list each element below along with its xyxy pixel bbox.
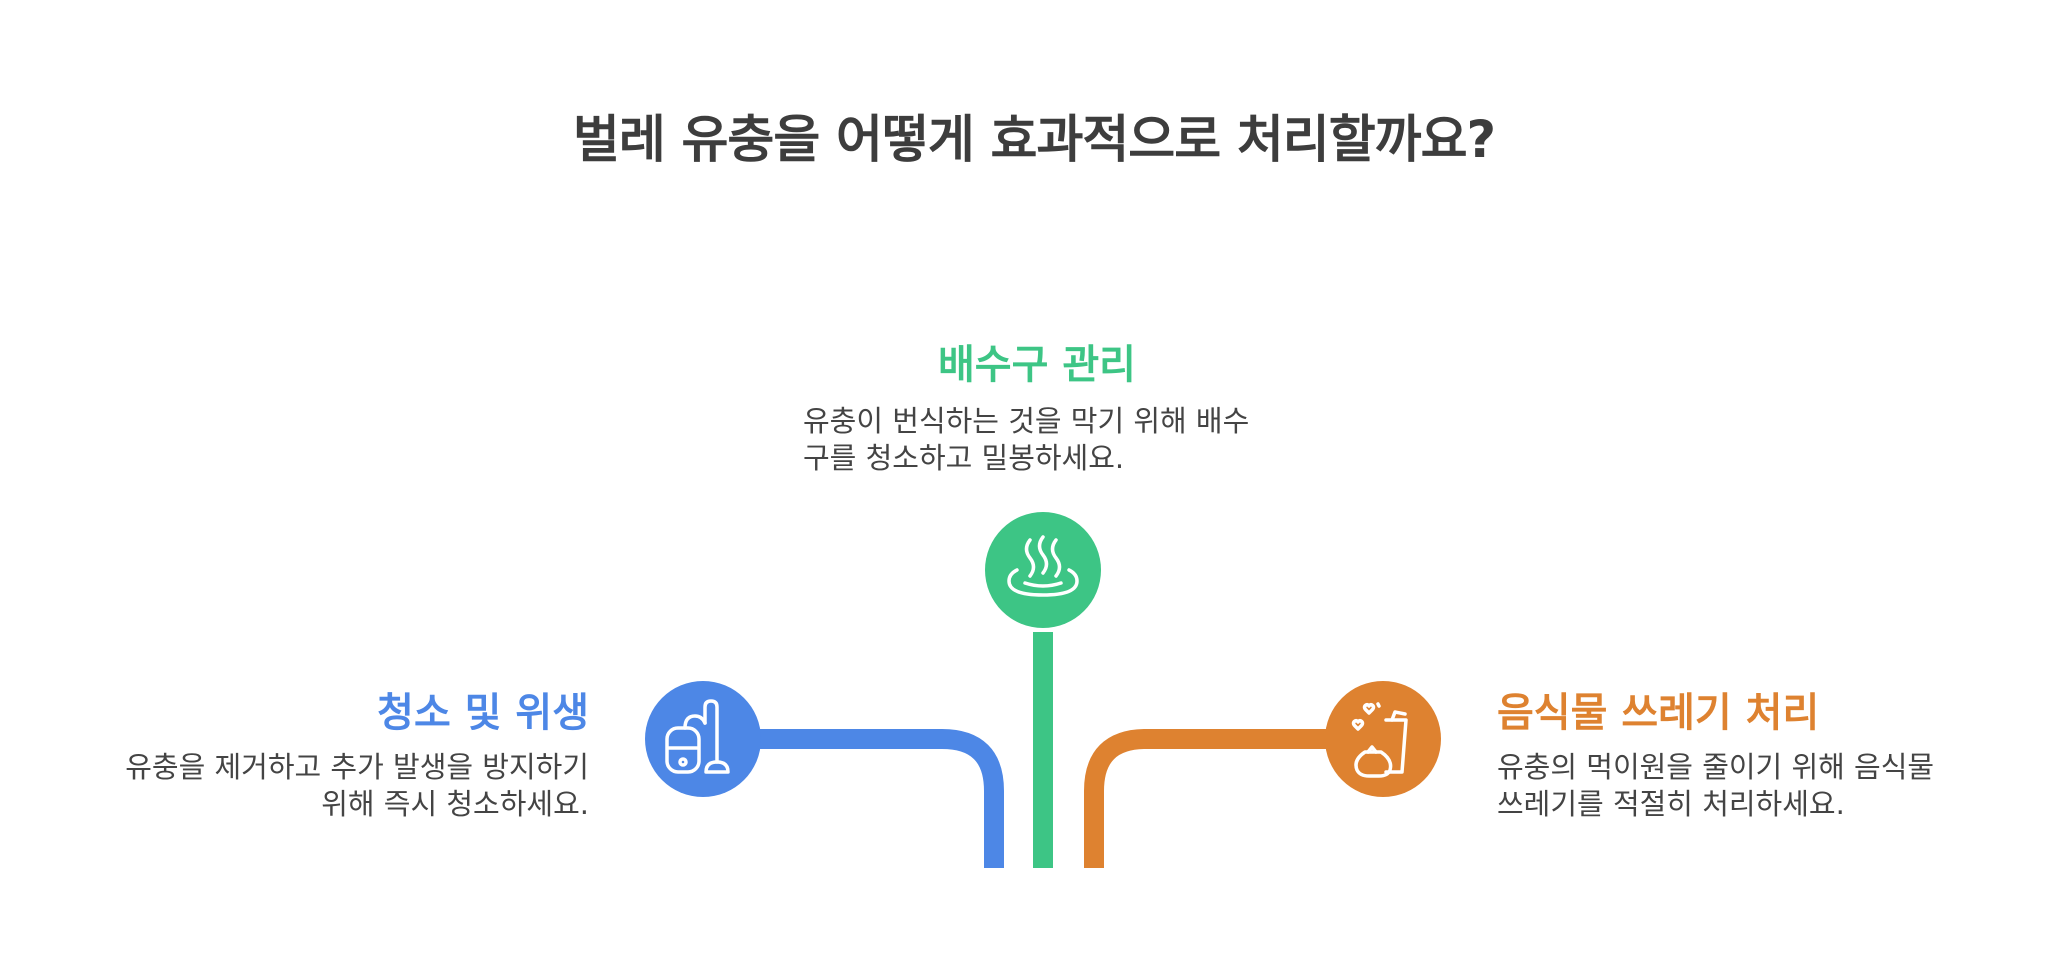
cleaning-heading: 청소 및 위생 (377, 690, 589, 736)
cleaning-description-line-2: 위해 즉시 청소하세요. (321, 787, 589, 821)
food-waste-heading: 음식물 쓰레기 처리 (1497, 690, 1820, 736)
food-waste-description-line-1: 유충의 먹이원을 줄이기 위해 음식물 (1497, 750, 1935, 784)
vacuum-cleaner-icon (645, 681, 761, 797)
food-waste-connector (1084, 729, 1326, 868)
drain-description-line-2: 구를 청소하고 밀봉하세요. (803, 441, 1125, 475)
drain-heading: 배수구 관리 (938, 342, 1136, 388)
cleaning-description-line-1: 유충을 제거하고 추가 발생을 방지하기 (125, 750, 589, 784)
food-waste-description: 유충의 먹이원을 줄이기 위해 음식물 쓰레기를 적절히 처리하세요. (1497, 749, 1934, 823)
trash-bag-icon (1325, 681, 1441, 797)
drain-description-line-1: 유충이 번식하는 것을 막기 위해 배수 (803, 404, 1250, 438)
page-title: 벌레 유충을 어떻게 효과적으로 처리할까요? (572, 111, 1496, 170)
cleaning-description: 유충을 제거하고 추가 발생을 방지하기 위해 즉시 청소하세요. (125, 749, 589, 823)
hot-spring-steam-icon (985, 512, 1101, 628)
food-waste-description-line-2: 쓰레기를 적절히 처리하세요. (1497, 787, 1845, 821)
cleaning-connector (760, 729, 1004, 868)
drain-description: 유충이 번식하는 것을 막기 위해 배수 구를 청소하고 밀봉하세요. (803, 403, 1249, 477)
